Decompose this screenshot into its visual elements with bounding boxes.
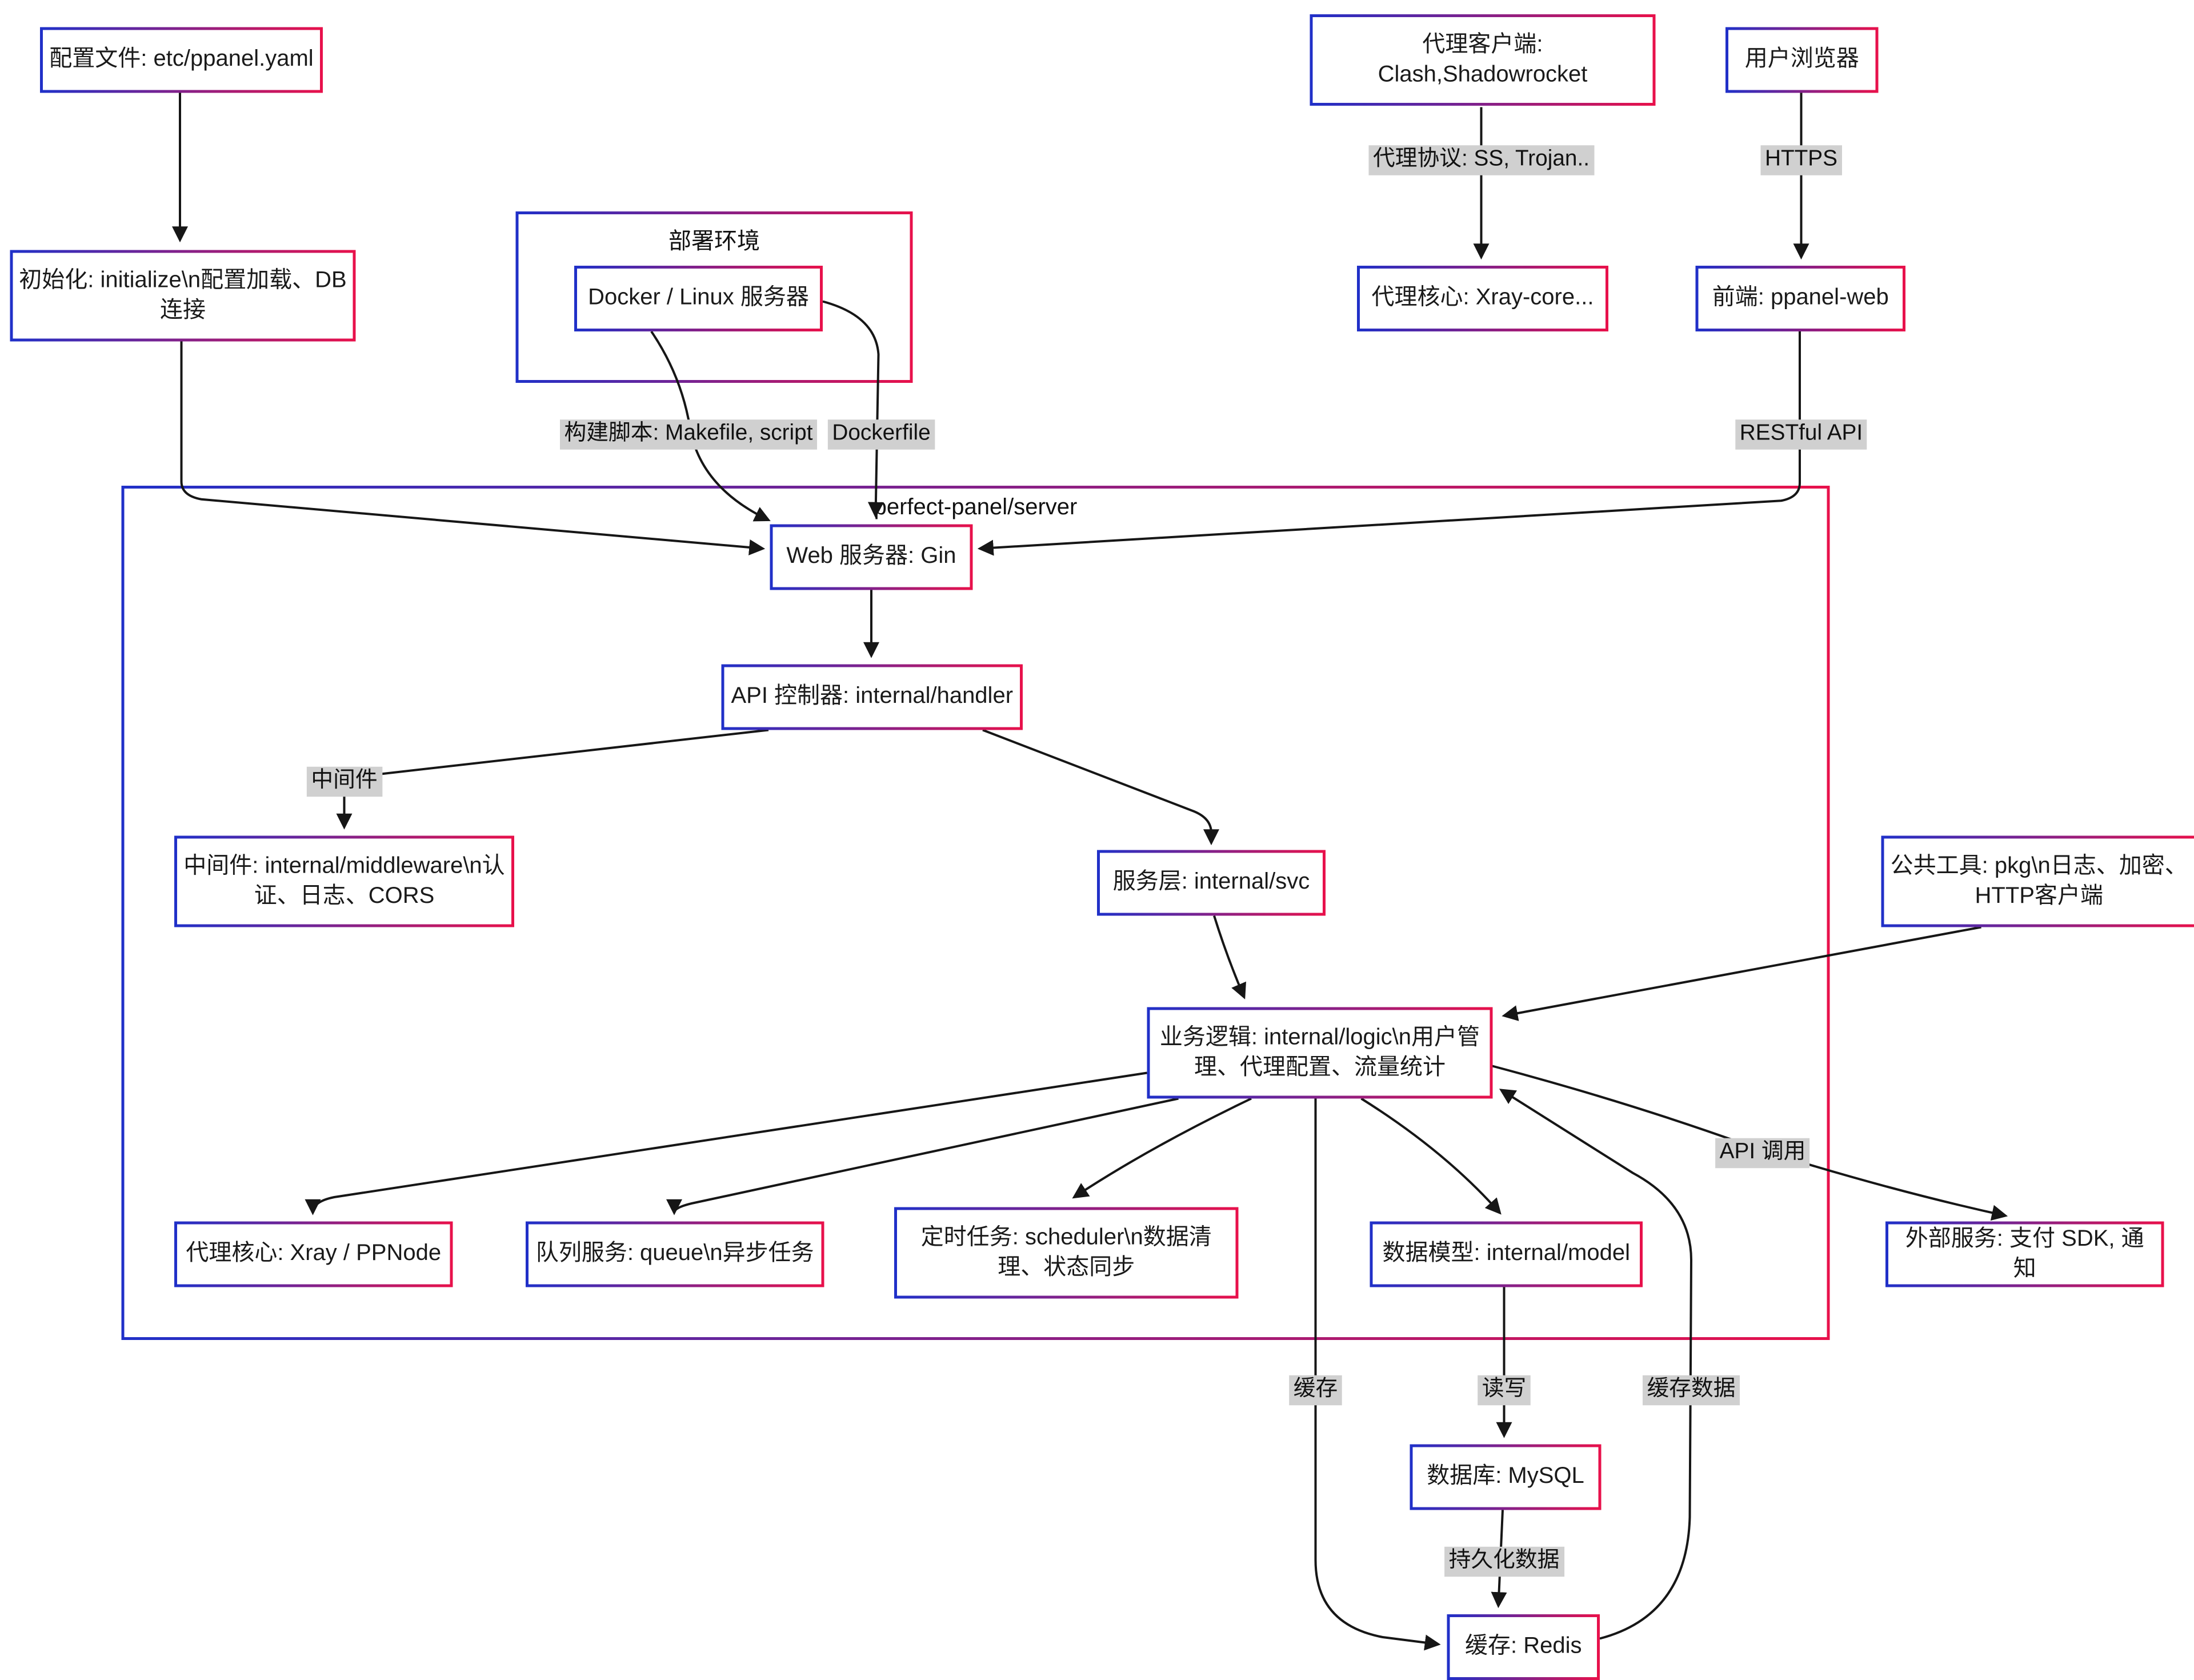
node-frontend: 前端: ppanel-web bbox=[1696, 266, 1906, 331]
group-deploy-env-title: 部署环境 bbox=[519, 222, 910, 256]
edge-label-cache-data: 缓存数据 bbox=[1643, 1375, 1740, 1405]
node-service-layer: 服务层: internal/svc bbox=[1097, 850, 1326, 916]
node-external-service-label: 外部服务: 支付 SDK, 通知 bbox=[1894, 1224, 2156, 1285]
edge-label-read-write: 读写 bbox=[1478, 1375, 1531, 1405]
node-frontend-label: 前端: ppanel-web bbox=[1712, 283, 1889, 314]
edge-label-api-call: API 调用 bbox=[1715, 1138, 1810, 1167]
node-data-model: 数据模型: internal/model bbox=[1370, 1222, 1643, 1287]
edge-label-persist-data: 持久化数据 bbox=[1444, 1547, 1564, 1576]
edge-label-https: HTTPS bbox=[1760, 145, 1841, 174]
node-mysql-label: 数据库: MySQL bbox=[1427, 1462, 1584, 1493]
node-business-logic: 业务逻辑: internal/logic\n用户管理、代理配置、流量统计 bbox=[1147, 1007, 1493, 1099]
node-business-logic-label: 业务逻辑: internal/logic\n用户管理、代理配置、流量统计 bbox=[1156, 1023, 1484, 1083]
node-docker-server-label: Docker / Linux 服务器 bbox=[588, 283, 809, 314]
node-queue-service: 队列服务: queue\n异步任务 bbox=[526, 1222, 824, 1287]
edge-label-middleware: 中间件 bbox=[307, 767, 382, 796]
node-proxy-core-xray-label: 代理核心: Xray-core... bbox=[1372, 283, 1594, 314]
node-proxy-client-label: 代理客户端: Clash,Shadowrocket bbox=[1354, 30, 1611, 90]
group-perfect-panel-server-title: perfect-panel/server bbox=[125, 496, 1827, 522]
node-queue-service-label: 队列服务: queue\n异步任务 bbox=[536, 1239, 814, 1270]
node-service-layer-label: 服务层: internal/svc bbox=[1113, 868, 1310, 898]
node-init-label: 初始化: initialize\n配置加载、DB连接 bbox=[19, 266, 347, 326]
node-data-model-label: 数据模型: internal/model bbox=[1382, 1239, 1630, 1270]
node-redis-label: 缓存: Redis bbox=[1465, 1632, 1582, 1662]
edge-label-cache: 缓存 bbox=[1289, 1375, 1342, 1405]
node-config-file: 配置文件: etc/ppanel.yaml bbox=[40, 27, 323, 93]
edge-label-build-script: 构建脚本: Makefile, script bbox=[560, 419, 817, 449]
node-middleware: 中间件: internal/middleware\n认证、日志、CORS bbox=[174, 836, 514, 927]
node-user-browser: 用户浏览器 bbox=[1725, 27, 1879, 93]
node-middleware-label: 中间件: internal/middleware\n认证、日志、CORS bbox=[183, 851, 506, 912]
node-gin-server: Web 服务器: Gin bbox=[770, 525, 973, 590]
node-config-file-label: 配置文件: etc/ppanel.yaml bbox=[49, 45, 313, 75]
node-proxy-core-ppnode: 代理核心: Xray / PPNode bbox=[174, 1222, 453, 1287]
node-scheduler-label: 定时任务: scheduler\n数据清理、状态同步 bbox=[915, 1223, 1218, 1283]
node-gin-server-label: Web 服务器: Gin bbox=[786, 542, 956, 573]
edge-label-proxy-protocol: 代理协议: SS, Trojan.. bbox=[1368, 145, 1594, 174]
edge-label-dockerfile: Dockerfile bbox=[828, 419, 935, 449]
edge-label-restful-api: RESTful API bbox=[1735, 419, 1867, 449]
node-external-service: 外部服务: 支付 SDK, 通知 bbox=[1885, 1222, 2164, 1287]
node-mysql: 数据库: MySQL bbox=[1410, 1445, 1602, 1510]
node-docker-server: Docker / Linux 服务器 bbox=[574, 266, 823, 331]
node-api-handler-label: API 控制器: internal/handler bbox=[731, 682, 1013, 713]
node-pkg-utils-label: 公共工具: pkg\n日志、加密、HTTP客户端 bbox=[1890, 851, 2189, 912]
node-proxy-client: 代理客户端: Clash,Shadowrocket bbox=[1310, 14, 1656, 106]
node-api-handler: API 控制器: internal/handler bbox=[722, 665, 1023, 730]
node-proxy-core-ppnode-label: 代理核心: Xray / PPNode bbox=[186, 1239, 441, 1270]
node-user-browser-label: 用户浏览器 bbox=[1745, 45, 1859, 75]
node-pkg-utils: 公共工具: pkg\n日志、加密、HTTP客户端 bbox=[1881, 836, 2194, 927]
node-init: 初始化: initialize\n配置加载、DB连接 bbox=[10, 250, 356, 342]
node-redis: 缓存: Redis bbox=[1447, 1614, 1600, 1680]
node-proxy-core-xray: 代理核心: Xray-core... bbox=[1357, 266, 1608, 331]
node-scheduler: 定时任务: scheduler\n数据清理、状态同步 bbox=[894, 1207, 1239, 1299]
